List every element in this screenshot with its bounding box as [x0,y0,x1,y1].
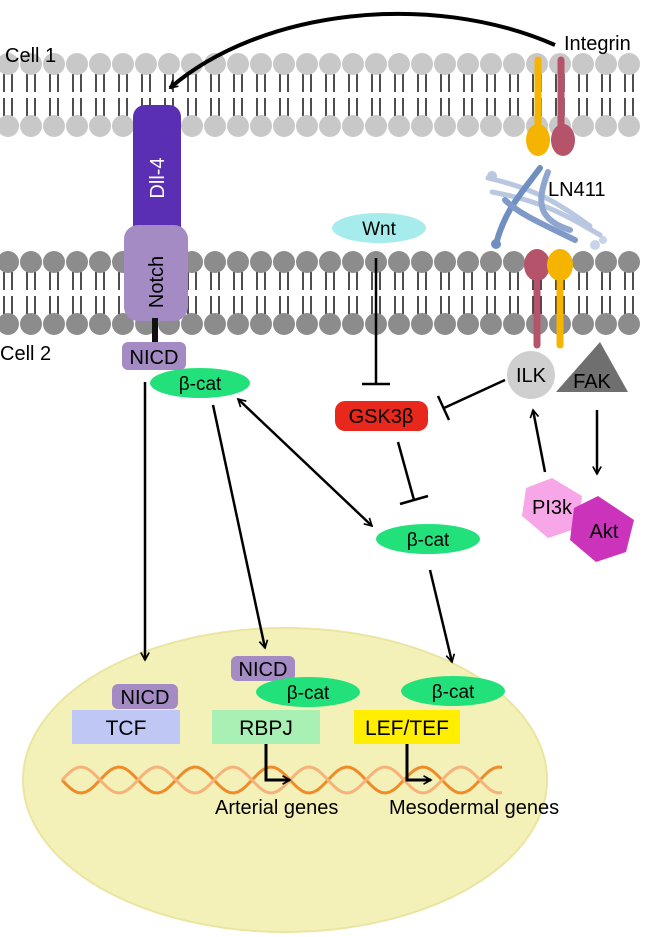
bcat-cytoplasm-label: β-cat [179,374,222,395]
tcf-box [72,710,180,744]
cell2-label: Cell 2 [0,343,51,365]
bcat-middle [376,524,480,554]
membrane-cell-1 [0,53,640,137]
nicd-nucleus-mid-label: NICD [239,659,288,681]
dll4-label: Dll-4 [147,157,169,198]
fak-node [556,342,628,392]
notch-label: Notch [146,256,168,308]
rbpj-label: RBPJ [239,717,293,740]
tcf-label: TCF [106,717,147,740]
leftef-label: LEF/TEF [365,717,449,740]
arterial-genes-label: Arterial genes [215,797,338,819]
ln411-label: LN411 [548,179,605,201]
dll4-ligand [133,105,181,247]
dna-helix [60,765,503,795]
ilk-label: ILK [516,365,547,387]
nicd-nucleus-mid [231,656,295,681]
nicd-nucleus-left [112,684,178,709]
transcription-arrows [264,744,431,780]
ln411-laminin [485,165,607,250]
wnt-label: Wnt [362,219,397,240]
fak-label: FAK [573,371,611,393]
nicd-cytoplasm [122,342,186,370]
bcat-nucleus-mid-label: β-cat [287,683,330,704]
bcat-nucleus-right [401,676,505,706]
pathway-arrows [145,258,597,662]
ilk-node [507,351,555,399]
akt-node [570,496,634,562]
cell1-label: Cell 1 [5,45,56,67]
leftef-box [354,710,460,744]
nicd-cytoplasm-label: NICD [130,347,179,369]
integrin-to-dll4-arrow [168,11,556,90]
bcat-middle-label: β-cat [407,530,450,551]
bcat-nucleus-mid [256,677,360,707]
mesodermal-genes-label: Mesodermal genes [389,797,559,819]
membrane-cell-2 [0,251,640,335]
integrin-top [526,56,575,156]
rbpj-box [212,710,320,744]
notch-receptor [124,225,188,321]
bcat-nucleus-right-label: β-cat [432,682,475,703]
gsk3b-label: GSK3β [349,406,414,428]
wnt-node [332,213,426,243]
akt-label: Akt [590,521,619,543]
integrin-label: Integrin [564,33,631,55]
pi3k-node [522,478,582,538]
bcat-cytoplasm [150,368,250,398]
pi3k-label: PI3k [532,497,573,519]
nicd-nucleus-left-label: NICD [121,687,170,709]
integrin-bottom [524,249,573,349]
